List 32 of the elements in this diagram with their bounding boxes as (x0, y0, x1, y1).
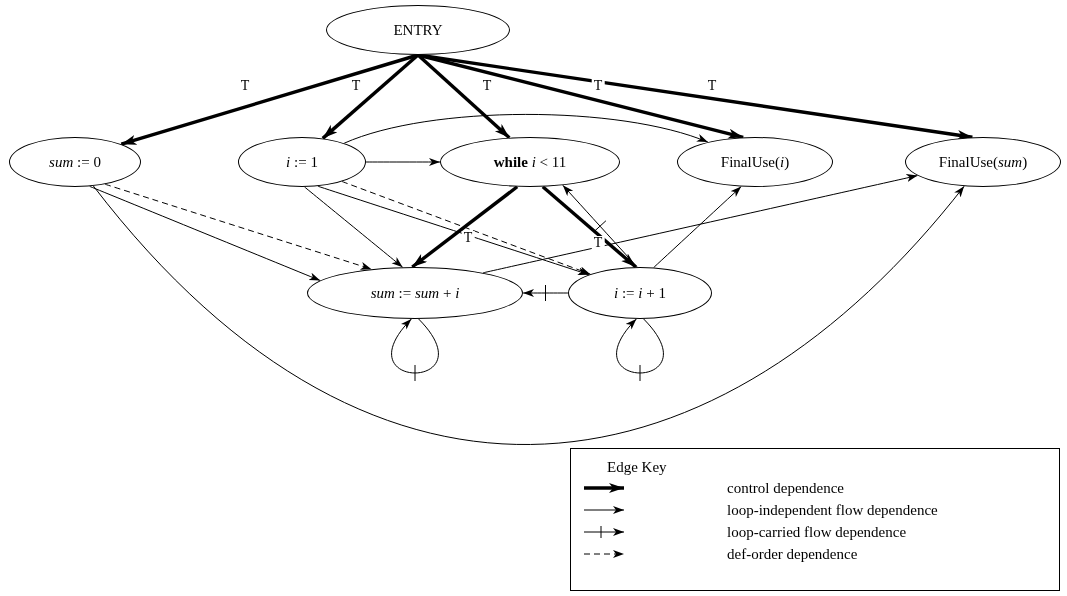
thick-arrow (541, 185, 637, 269)
ellipse-node: sum := sum + i (307, 267, 523, 319)
legend-title: Edge Key (607, 458, 668, 477)
legend-text: loop-independent flow dependence (727, 501, 938, 520)
ellipse-node: while i < 11 (440, 137, 620, 187)
arrow (482, 174, 919, 274)
ellipse-node: FinalUse(sum) (905, 137, 1061, 187)
arrow (343, 113, 709, 144)
ellipse-node: FinalUse(i) (677, 137, 833, 187)
thick-arrow (411, 185, 519, 269)
edge-label: T (480, 79, 494, 93)
edge-label: T (591, 79, 605, 93)
ellipse-node: i := 1 (238, 137, 366, 187)
edge-label: T (705, 79, 719, 93)
legend-text: def-order dependence (727, 545, 858, 564)
dashed-arrow (104, 183, 373, 270)
crossed-arrow (391, 318, 439, 382)
edge-label: T (349, 79, 363, 93)
legend-text: loop-carried flow dependence (727, 523, 907, 542)
edge-label: T (461, 231, 475, 245)
ellipse-node: ENTRY (326, 5, 510, 55)
legend-text: control dependence (727, 479, 845, 498)
edge-label: T (591, 236, 605, 250)
arrow (653, 186, 742, 268)
edge-label: T (238, 79, 252, 93)
arrow (92, 185, 965, 445)
crossed-arrow (522, 284, 569, 302)
ellipse-node: i := i + 1 (568, 267, 712, 319)
ellipse-node: sum := 0 (9, 137, 141, 187)
arrow (304, 186, 404, 268)
crossed-arrow (616, 318, 664, 382)
arrow (365, 158, 441, 166)
